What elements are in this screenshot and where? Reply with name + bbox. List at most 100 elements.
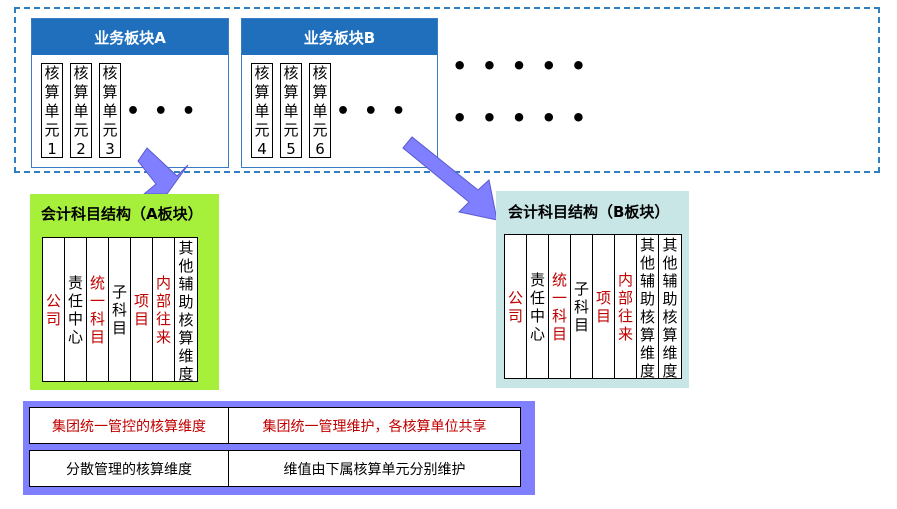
structure-column-char: 助 (178, 293, 194, 311)
structure-column-char: 任 (529, 288, 545, 307)
structure-column-char: 维 (639, 344, 655, 362)
accounting-unit-char: 元 (102, 121, 118, 139)
structure-column: 项目 (131, 238, 153, 381)
structure-column-char: 他 (178, 257, 194, 275)
legend-decentralized-label: 分散管理的核算维度 (30, 451, 229, 486)
more-modules-ellipsis-2: • • • • • (452, 104, 590, 132)
structure-column-char: 科 (573, 297, 589, 316)
accounting-unit-char: 核 (44, 64, 60, 82)
structure-column-char: 统 (89, 273, 105, 292)
structure-column-char: 任 (67, 291, 83, 310)
accounting-unit-char: 元 (312, 121, 328, 139)
structure-column-char: 其 (639, 236, 655, 254)
structure-column-char: 科 (551, 306, 567, 325)
structure-column-char: 一 (89, 291, 105, 310)
structure-column: 内部往来 (615, 235, 637, 378)
accounting-unit-char: 5 (286, 140, 296, 158)
accounting-unit-char: 核 (312, 64, 328, 82)
legend-panel: 集团统一管控的核算维度 集团统一管理维护，各核算单位共享 分散管理的核算维度 维… (23, 401, 535, 495)
structure-column-char: 司 (507, 306, 523, 325)
structure-column: 公司 (505, 235, 527, 378)
structure-column-char: 往 (617, 306, 633, 325)
accounting-unit-char: 3 (105, 140, 115, 158)
accounting-unit-char: 单 (283, 102, 299, 120)
accounting-unit-char: 核 (73, 64, 89, 82)
structure-column-char: 来 (155, 327, 171, 346)
structure-column: 内部往来 (153, 238, 175, 381)
structure-column-char: 内 (617, 270, 633, 289)
structure-column: 统一科目 (87, 238, 109, 381)
module-a-ellipsis: • • • (126, 99, 199, 124)
structure-column-char: 目 (133, 309, 149, 328)
structure-column-char: 心 (529, 324, 545, 343)
legend-centralized-desc: 集团统一管理维护，各核算单位共享 (262, 418, 487, 435)
more-modules-ellipsis-1: • • • • • (452, 52, 590, 80)
accounting-unit-char: 元 (283, 121, 299, 139)
structure-column-char: 项 (133, 291, 149, 310)
arrow-b-to-structure (402, 136, 498, 221)
structure-b-columns: 公司责任中心统一科目子科目项目内部往来其他辅助核算维度其他辅助核算维度 (504, 234, 682, 380)
structure-column-char: 度 (662, 362, 678, 380)
accounting-unit-char: 算 (44, 83, 60, 101)
legend-centralized-label: 集团统一管控的核算维度 (30, 408, 229, 443)
structure-column-char: 目 (111, 318, 127, 337)
account-structure-a: 会计科目结构（A板块） 公司责任中心统一科目子科目项目内部往来其他辅助核算维度 (30, 194, 219, 390)
account-structure-b: 会计科目结构（B板块） 公司责任中心统一科目子科目项目内部往来其他辅助核算维度其… (496, 191, 689, 388)
accounting-unit-char: 6 (315, 140, 325, 158)
accounting-unit-char: 单 (73, 102, 89, 120)
legend-row-decentralized: 分散管理的核算维度 维值由下属核算单元分别维护 (29, 450, 521, 487)
structure-column: 其他辅助核算维度 (659, 235, 681, 380)
structure-column-char: 中 (67, 309, 83, 328)
structure-column-char: 公 (507, 288, 523, 307)
structure-column-char: 目 (551, 324, 567, 343)
structure-column-char: 算 (178, 329, 194, 347)
structure-column-char: 算 (662, 326, 678, 344)
structure-column-char: 其 (178, 239, 194, 257)
structure-column-char: 科 (89, 309, 105, 328)
accounting-unit-char: 算 (312, 83, 328, 101)
structure-column-char: 司 (45, 309, 61, 328)
structure-column-char: 维 (662, 344, 678, 362)
structure-column: 子科目 (571, 235, 593, 378)
accounting-unit-char: 元 (254, 121, 270, 139)
accounting-unit-char: 单 (312, 102, 328, 120)
structure-column: 责任中心 (65, 238, 87, 381)
structure-column-char: 科 (111, 300, 127, 319)
structure-column-char: 内 (155, 273, 171, 292)
accounting-unit-char: 核 (283, 64, 299, 82)
structure-a-columns: 公司责任中心统一科目子科目项目内部往来其他辅助核算维度 (42, 237, 198, 383)
structure-column: 其他辅助核算维度 (175, 238, 197, 383)
structure-column-char: 核 (639, 308, 655, 326)
legend-row-centralized: 集团统一管控的核算维度 集团统一管理维护，各核算单位共享 (29, 407, 521, 444)
arrow-a-to-structure (137, 147, 189, 195)
structure-column-char: 一 (551, 288, 567, 307)
structure-column: 其他辅助核算维度 (637, 235, 659, 380)
accounting-unit-char: 单 (254, 102, 270, 120)
structure-column-char: 度 (639, 362, 655, 380)
structure-column-char: 来 (617, 324, 633, 343)
accounting-unit-char: 算 (254, 83, 270, 101)
structure-column: 子科目 (109, 238, 131, 381)
module-b-title: 业务板块B (242, 19, 437, 56)
structure-column: 统一科目 (549, 235, 571, 378)
accounting-unit-char: 1 (47, 140, 57, 158)
structure-column-char: 目 (573, 315, 589, 334)
structure-column-char: 辅 (662, 272, 678, 290)
structure-column-char: 子 (111, 282, 127, 301)
structure-column-char: 部 (617, 288, 633, 307)
structure-column-char: 部 (155, 291, 171, 310)
accounting-unit-char: 单 (102, 102, 118, 120)
structure-column-char: 助 (662, 290, 678, 308)
structure-column: 项目 (593, 235, 615, 378)
accounting-unit-char: 元 (73, 121, 89, 139)
module-a-title: 业务板块A (32, 19, 228, 56)
